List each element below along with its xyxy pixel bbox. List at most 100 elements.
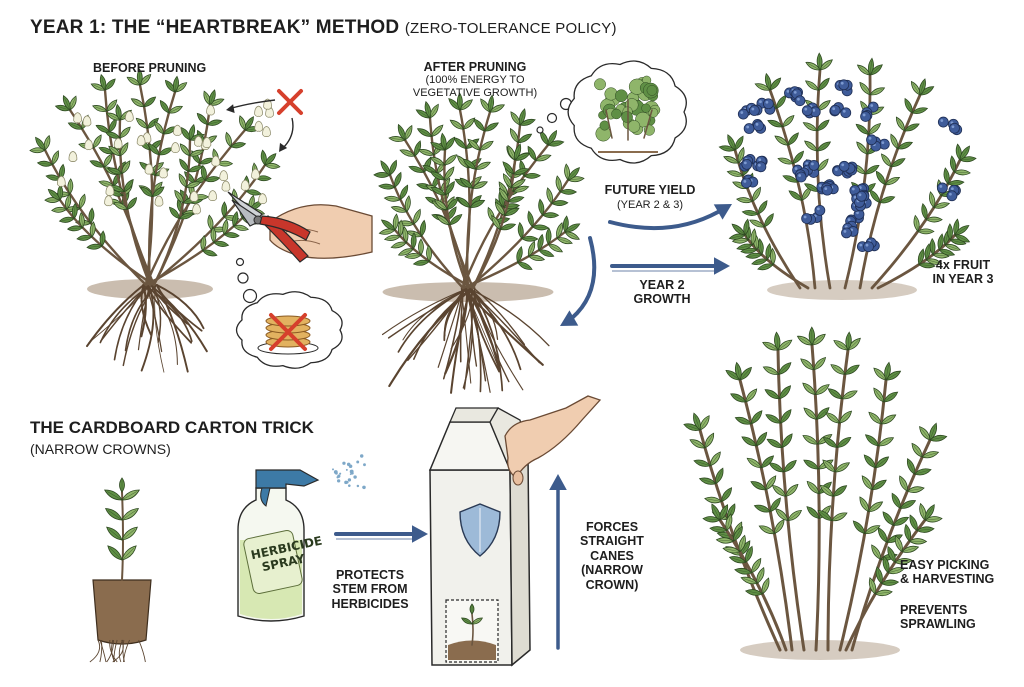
blossom [84, 139, 94, 151]
leaf [210, 226, 217, 244]
berry-highlight [765, 100, 769, 104]
protect-line1: PROTECTS [335, 568, 405, 582]
hand [269, 204, 373, 259]
carton-trick-title: THE CARDBOARD CARTON TRICK [30, 418, 314, 437]
stem [121, 491, 124, 581]
leaf [792, 150, 804, 165]
root [465, 287, 482, 393]
leaf [924, 516, 943, 523]
protect-line3: HERBICIDES [331, 596, 409, 611]
leaf [135, 117, 148, 129]
blossom [73, 112, 82, 124]
leaf [822, 459, 836, 473]
leaf [207, 214, 214, 231]
berry [860, 111, 871, 122]
stem [428, 116, 475, 290]
berry-highlight [858, 193, 862, 197]
spray-droplet [342, 461, 346, 465]
berry-highlight [803, 215, 807, 219]
stem [768, 88, 817, 290]
leaf [868, 411, 882, 425]
leaf [734, 135, 744, 151]
leaf [947, 223, 953, 241]
leaf [547, 129, 557, 146]
berry-highlight [759, 100, 762, 104]
berry-highlight [856, 211, 859, 215]
leaf [121, 508, 140, 521]
thought-dot [546, 112, 558, 124]
spray-droplet [339, 472, 342, 475]
leaf [440, 132, 447, 151]
berry-cluster [752, 155, 768, 173]
leaf [457, 196, 471, 208]
berry-highlight [834, 168, 838, 171]
arrow-head [226, 104, 235, 113]
leaf [954, 225, 970, 236]
spray-droplet [333, 470, 338, 474]
leaf [208, 89, 216, 106]
berry-cluster [829, 102, 852, 119]
leaf [745, 388, 758, 403]
leaf [507, 196, 525, 203]
after-note-line1: (100% ENERGY TO [425, 74, 525, 87]
leaf [78, 193, 86, 210]
leaf [95, 124, 111, 133]
berry-cluster [936, 182, 961, 202]
berry-highlight [847, 218, 851, 222]
berry [743, 123, 755, 134]
stem [466, 110, 492, 290]
leaf [769, 77, 782, 91]
leaf [483, 122, 499, 132]
leaf [819, 59, 833, 71]
leaf [929, 434, 948, 442]
berry [936, 182, 948, 194]
leaf [709, 451, 721, 467]
after-pruning-label: AFTER PRUNING [423, 60, 527, 74]
leaf [929, 191, 936, 209]
arrow-shaft [608, 210, 720, 231]
leaf [813, 356, 827, 371]
berry-highlight [758, 158, 762, 162]
leaf [538, 198, 545, 216]
blossom [221, 180, 231, 192]
leaf [933, 202, 951, 209]
leaf [58, 216, 75, 223]
leaf [878, 196, 896, 204]
leaf [430, 142, 446, 151]
leaf [551, 200, 569, 206]
future-yield-caption: FUTURE YIELD (YEAR 2 & 3) [590, 183, 710, 212]
leaf [883, 391, 899, 403]
berry-highlight [743, 161, 747, 165]
leaf [944, 243, 961, 251]
berry-cluster [743, 119, 767, 134]
leaf [887, 567, 906, 575]
berry [946, 190, 958, 202]
leaf [859, 496, 869, 513]
leaf [806, 480, 820, 495]
leaf [892, 516, 910, 526]
prevents-sprawling-caption: PREVENTS SPRAWLING [900, 603, 976, 632]
leaf [874, 589, 893, 597]
leaf [734, 361, 742, 381]
leaf [895, 116, 906, 132]
blossom [219, 170, 229, 182]
leaf [188, 149, 205, 157]
leaf [777, 339, 793, 351]
leaf [534, 154, 552, 162]
leaf [429, 156, 446, 166]
berry-cluster [740, 174, 759, 189]
leaf [802, 382, 816, 396]
leaf [151, 186, 165, 198]
leaf [766, 438, 783, 448]
leaf [389, 159, 397, 176]
leaf [738, 534, 746, 553]
root [151, 284, 162, 343]
leaf [715, 467, 724, 485]
blossom [208, 190, 218, 202]
berry-cluster [816, 181, 839, 196]
leaf [868, 577, 877, 595]
leaf [499, 223, 517, 231]
stem [738, 378, 794, 652]
leaf [873, 387, 885, 403]
leaf [699, 415, 710, 431]
